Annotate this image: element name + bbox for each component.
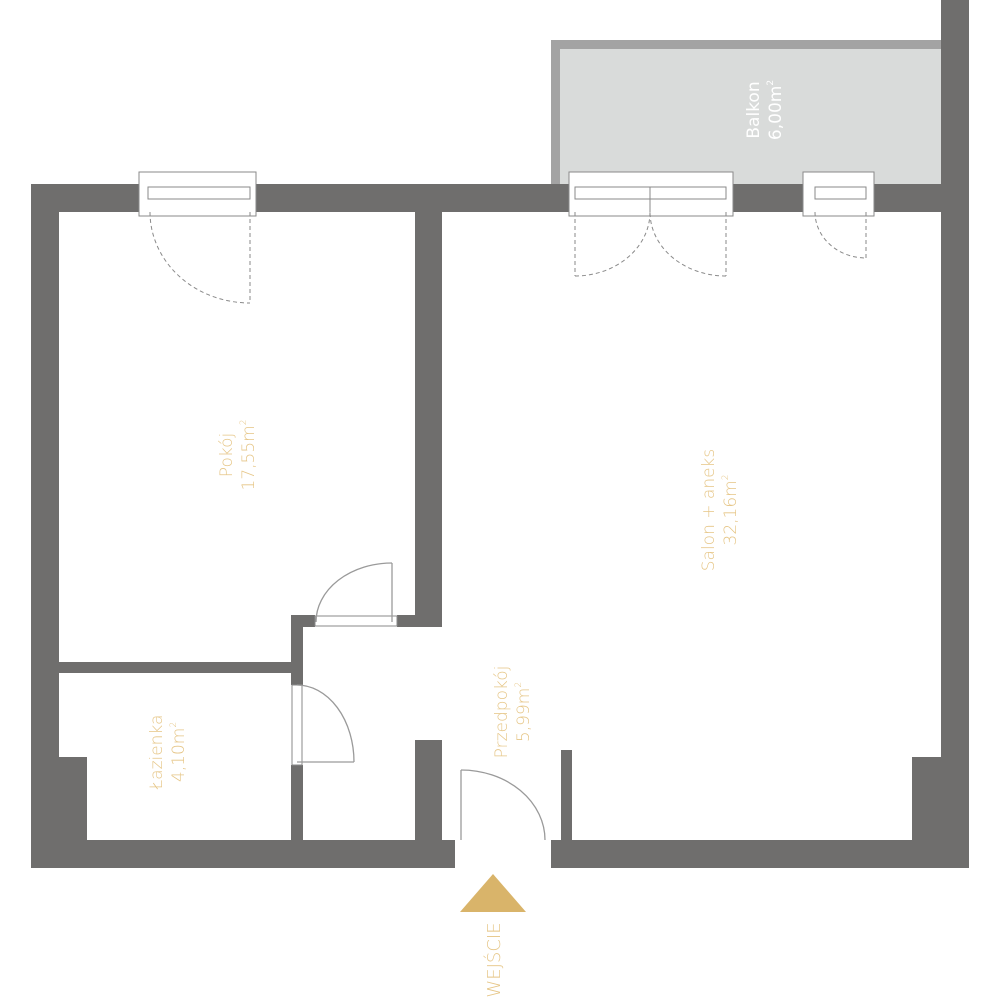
window-salon	[802, 171, 875, 259]
label-entrance: WEJŚCIE	[483, 922, 505, 997]
window-pokoj	[138, 171, 257, 304]
walls	[31, 0, 969, 868]
entrance-door	[460, 769, 546, 841]
door-pokoj	[314, 562, 398, 627]
balcony	[551, 40, 943, 186]
entrance-arrow-icon	[460, 874, 526, 912]
balcony-door	[568, 171, 734, 277]
door-lazienka	[291, 684, 355, 766]
